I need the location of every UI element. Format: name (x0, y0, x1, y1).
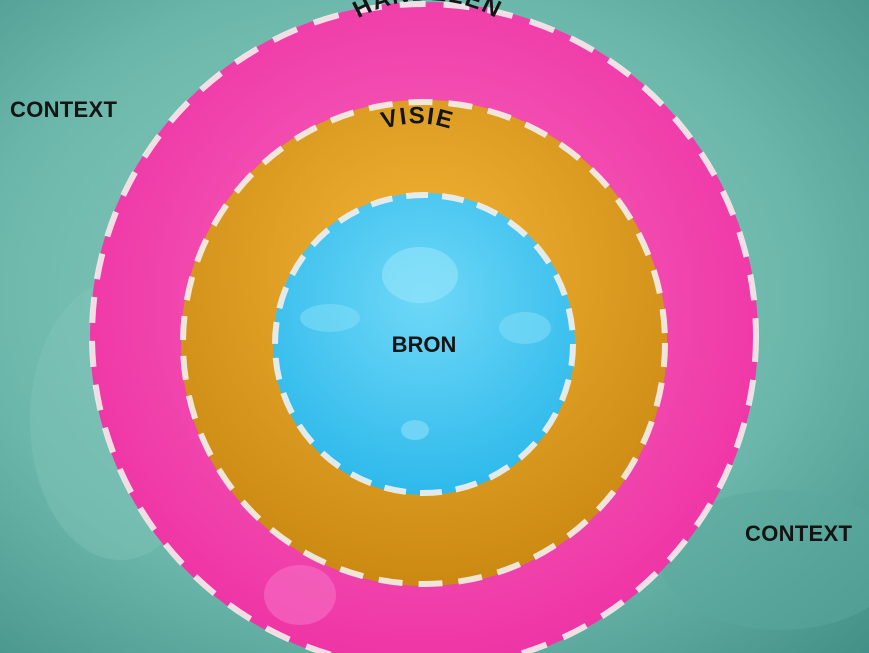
water-splash (382, 247, 458, 303)
context-label-bottom-right: CONTEXT (745, 521, 852, 547)
water-wave (499, 312, 551, 344)
context-label-top-left: CONTEXT (10, 97, 117, 123)
label-bron: BRON (392, 332, 457, 357)
water-drop (401, 420, 429, 440)
water-wave (300, 304, 360, 332)
water-drop (264, 565, 336, 625)
